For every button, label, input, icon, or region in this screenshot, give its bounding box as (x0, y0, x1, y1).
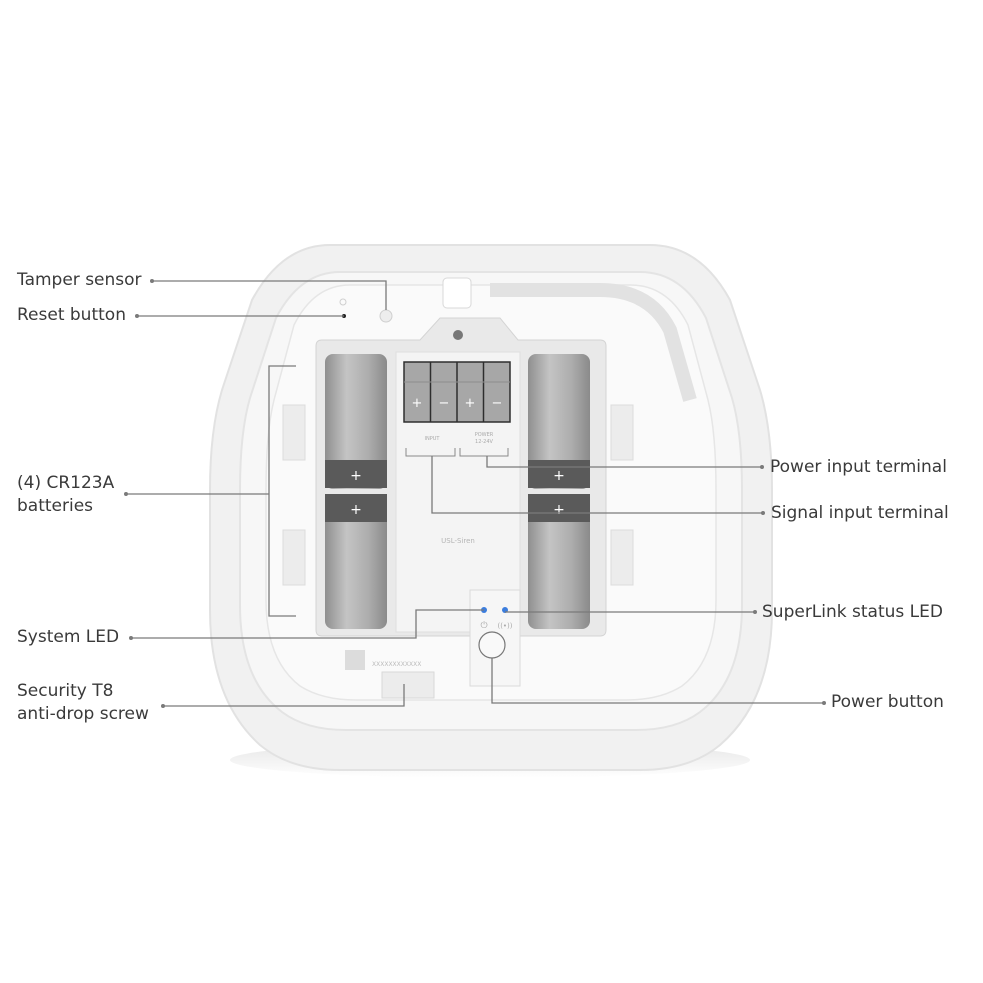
svg-text:⏻: ⏻ (480, 620, 487, 631)
battery-left-top: + (325, 354, 387, 489)
label-reset-button: Reset button (17, 305, 126, 325)
qr-code (345, 650, 365, 670)
label-batteries-line1: (4) CR123A (17, 473, 115, 493)
battery-right-top: + (528, 354, 590, 489)
svg-text:+: + (553, 502, 565, 518)
svg-text:XXXXXXXXXXXX: XXXXXXXXXXXX (372, 661, 421, 668)
label-batteries: (4) CR123A batteries (17, 472, 177, 518)
svg-text:−: − (439, 396, 450, 411)
label-superlink-status-led: SuperLink status LED (762, 602, 943, 622)
svg-text:+: + (465, 396, 476, 411)
label-tamper-sensor: Tamper sensor (17, 270, 142, 290)
svg-text:POWER: POWER (475, 432, 494, 438)
svg-text:+: + (553, 468, 565, 484)
label-system-led: System LED (17, 627, 120, 647)
leader-lines (126, 280, 824, 707)
screw-notch (381, 671, 435, 699)
leader-dots (124, 279, 826, 708)
top-clip (442, 277, 472, 309)
svg-text:12-24V: 12-24V (475, 439, 494, 445)
svg-text:((•)): ((•)) (497, 622, 512, 630)
svg-text:INPUT: INPUT (425, 436, 441, 442)
svg-text:+: + (350, 502, 362, 518)
label-screw-line2: anti-drop screw (17, 704, 149, 724)
svg-text:+: + (412, 396, 423, 411)
svg-text:−: − (492, 396, 503, 411)
battery-right-bottom: + (528, 494, 590, 629)
tamper-sensor-graphic (379, 309, 393, 323)
mount-hole (453, 330, 463, 340)
terminal-block: + − + − INPUT POWER 12-24V (403, 361, 511, 445)
label-power-button: Power button (831, 692, 944, 712)
power-button-graphic (478, 631, 506, 659)
label-screw-line1: Security T8 (17, 681, 114, 701)
label-security-screw: Security T8 anti-drop screw (17, 680, 177, 726)
battery-left-bottom: + (325, 494, 387, 629)
svg-text:USL-Siren: USL-Siren (441, 537, 475, 545)
label-batteries-line2: batteries (17, 496, 94, 516)
label-power-input-terminal: Power input terminal (770, 457, 947, 477)
svg-text:+: + (350, 468, 362, 484)
label-signal-input-terminal: Signal input terminal (771, 503, 949, 523)
